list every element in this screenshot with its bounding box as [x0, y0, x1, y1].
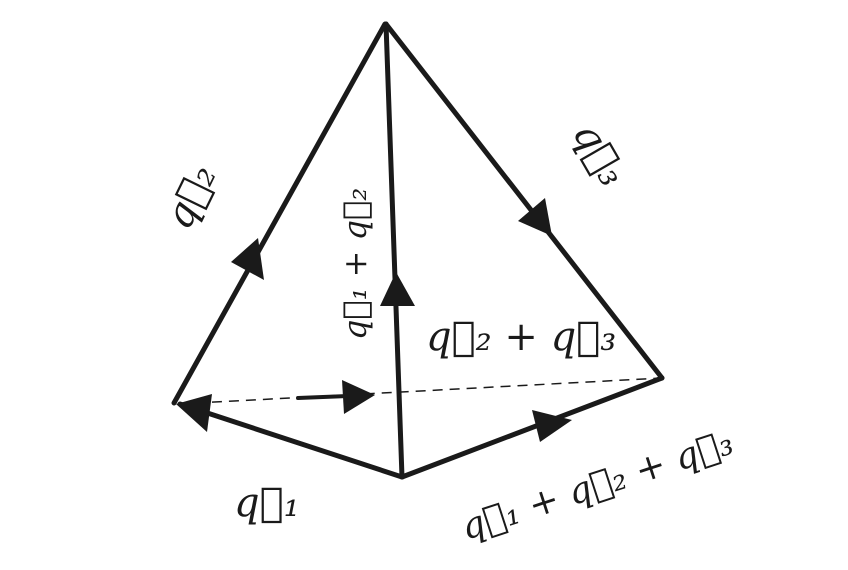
- edge-q1-plus-q2-plus-q3-hidden-dashed: [177, 377, 663, 405]
- edge-q1-plus-q2-plus-q3: [399, 375, 665, 480]
- label-q3: q⃗₃: [563, 114, 636, 194]
- arrowhead-q1: [176, 394, 212, 432]
- label-q1-plus-q2: q⃗₁ + q⃗₂: [336, 188, 374, 340]
- edge-q1: [177, 401, 405, 480]
- label-q2-plus-q3: q⃗₂ + q⃗₃: [426, 314, 616, 360]
- arrowhead-q1-plus-q2-plus-q3: [532, 410, 572, 442]
- edge-q2: [171, 21, 388, 406]
- arrowhead-q1-plus-q2: [380, 272, 415, 306]
- edge-dashed-arrow-shaft: [296, 394, 350, 400]
- arrowhead-q2: [231, 238, 264, 280]
- arrowhead-dashed-edge: [342, 380, 375, 414]
- arrowhead-q3: [518, 198, 552, 236]
- edge-q1-plus-q2: [383, 21, 405, 480]
- edge-q3: [383, 21, 665, 381]
- label-q2: q⃗₂: [156, 157, 226, 236]
- label-q1: q⃗₁: [234, 480, 300, 526]
